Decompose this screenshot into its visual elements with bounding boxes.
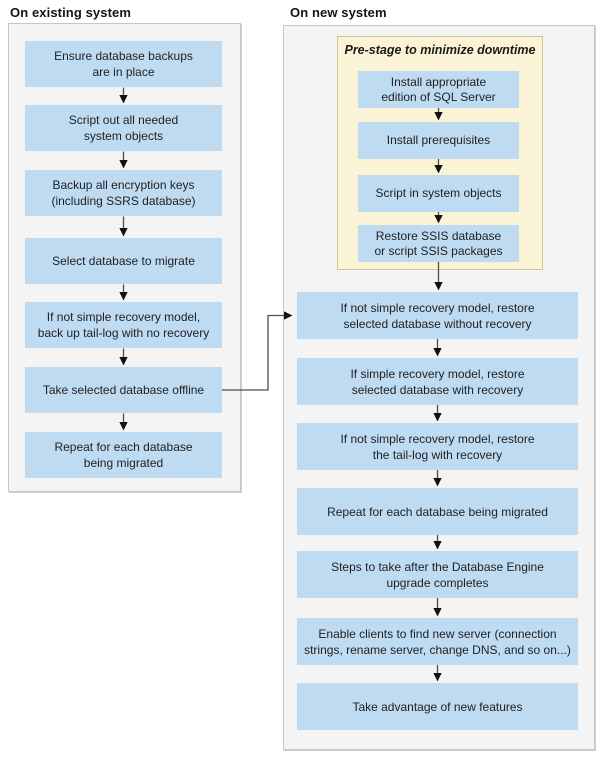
step-backup-tail-log: If not simple recovery model, back up ta… (25, 302, 222, 348)
new-system-heading: On new system (290, 5, 387, 20)
step-enable-clients: Enable clients to find new server (conne… (297, 618, 578, 665)
existing-system-heading: On existing system (10, 5, 132, 20)
step-restore-ssis: Restore SSIS database or script SSIS pac… (358, 225, 519, 262)
step-restore-tail-log: If not simple recovery model, restore th… (297, 423, 578, 470)
step-post-upgrade: Steps to take after the Database Engine … (297, 551, 578, 598)
step-restore-without-recovery: If not simple recovery model, restore se… (297, 292, 578, 339)
step-repeat-existing: Repeat for each database being migrated (25, 432, 222, 478)
step-select-database: Select database to migrate (25, 238, 222, 284)
step-ensure-backups: Ensure database backups are in place (25, 41, 222, 87)
step-take-database-offline: Take selected database offline (25, 367, 222, 413)
prestage-title: Pre-stage to minimize downtime (344, 43, 536, 57)
step-script-out-system-objects: Script out all needed system objects (25, 105, 222, 151)
step-restore-with-recovery: If simple recovery model, restore select… (297, 358, 578, 405)
step-script-in-system-objects: Script in system objects (358, 175, 519, 212)
step-backup-encryption-keys: Backup all encryption keys (including SS… (25, 170, 222, 216)
step-install-sql-server: Install appropriate edition of SQL Serve… (358, 71, 519, 108)
step-install-prerequisites: Install prerequisites (358, 122, 519, 159)
step-new-features: Take advantage of new features (297, 683, 578, 730)
step-repeat-new: Repeat for each database being migrated (297, 488, 578, 535)
